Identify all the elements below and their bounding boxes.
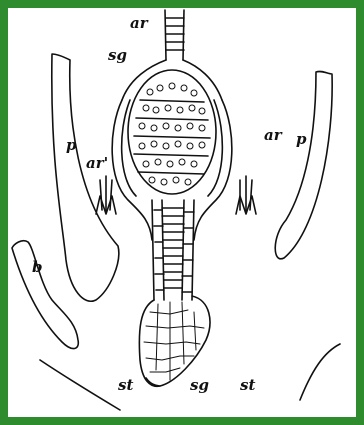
label-sg-top: sg: [108, 46, 127, 64]
leaf-left-p: [52, 54, 119, 301]
illustration-plate: ar sg ar' ar p p b st sg st: [8, 8, 356, 417]
botanical-drawing: ar sg ar' ar p p b st sg st: [8, 8, 356, 417]
bottom-left-line: [40, 360, 120, 410]
label-ar-prime: ar': [86, 154, 108, 172]
stem-b: [12, 241, 78, 349]
egg-cell: [128, 70, 216, 194]
stalk: [152, 200, 194, 300]
label-ar-top: ar: [130, 14, 149, 32]
paraphyses-right: [236, 176, 256, 214]
label-b: b: [32, 258, 43, 276]
foot: [139, 296, 210, 386]
paraphyses-left: [96, 176, 116, 214]
label-sg-bottom: sg: [190, 376, 209, 394]
label-ar-right: ar: [264, 126, 283, 144]
label-p-right: p: [296, 130, 307, 148]
label-st-right: st: [240, 376, 255, 394]
leaf-right-p: [275, 71, 332, 258]
label-st-left: st: [118, 376, 133, 394]
bottom-right-curve: [300, 344, 340, 400]
venter-wall: [112, 100, 232, 240]
label-p-left: p: [66, 136, 77, 154]
